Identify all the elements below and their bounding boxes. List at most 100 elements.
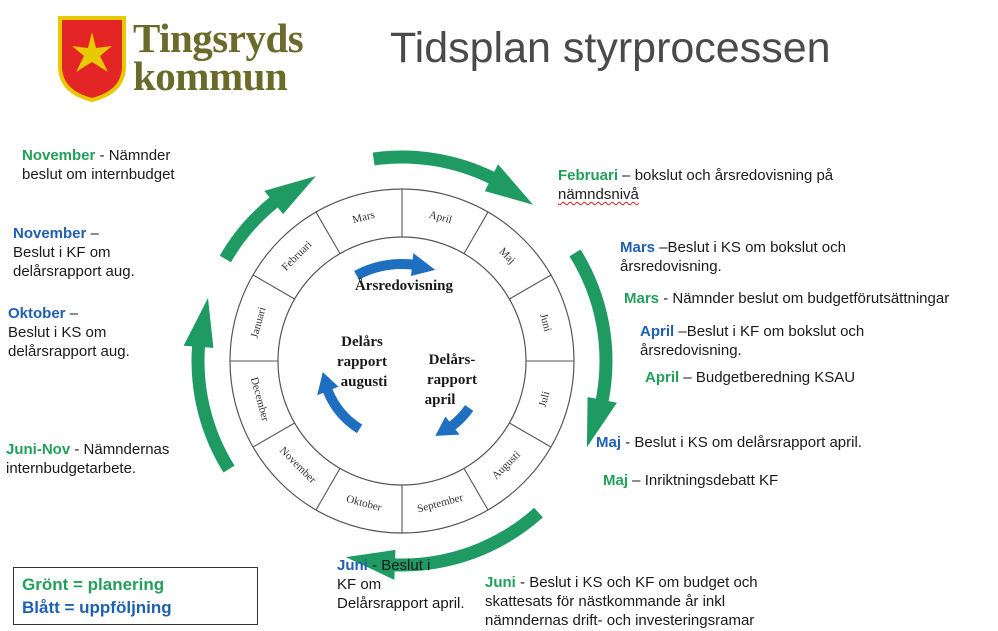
note-month: Maj: [596, 434, 622, 451]
note-month: Oktober: [8, 305, 66, 322]
note-month: November: [13, 225, 87, 242]
month-label-juni: Juni: [537, 312, 553, 333]
note-text: Inriktningsdebatt KF: [644, 472, 779, 489]
note-month: Mars: [624, 290, 660, 307]
wheel-divider: [463, 211, 489, 254]
note-text: Beslut i KS och KF om budget och: [529, 574, 758, 591]
note-month: Juni-Nov: [6, 441, 71, 458]
coat-of-arms-icon: [58, 16, 126, 102]
note-text: Beslut i KS om bokslut och: [667, 239, 846, 256]
note-text: Beslut i KS om: [8, 324, 107, 341]
note-sep: -: [515, 574, 530, 591]
note-februari: Februari – bokslut och årsredovisning på…: [558, 166, 833, 204]
note-april-kf: April –Beslut i KF om bokslut och årsred…: [640, 322, 864, 360]
outer-arrow-jan-feb: [372, 150, 534, 205]
note-text: Nämnder beslut om budgetförutsättningar: [672, 290, 950, 307]
wheel-divider: [315, 468, 341, 511]
note-month: Maj: [603, 472, 629, 489]
note-november-kf: November – Beslut i KF om delårsrapport …: [13, 224, 135, 281]
wheel-divider: [509, 274, 552, 300]
note-month: Mars: [620, 239, 656, 256]
note-oktober-ks: Oktober – Beslut i KS om delårsrapport a…: [8, 304, 130, 361]
note-maj-kf: Maj – Inriktningsdebatt KF: [603, 471, 778, 490]
note-month: Juni: [485, 574, 516, 591]
note-text: KF om: [337, 576, 382, 593]
note-text: delårsrapport aug.: [13, 263, 135, 280]
center-label-delars-april-1: Delårs-: [429, 352, 476, 368]
note-text: nämndsnivå: [558, 186, 639, 203]
month-label-oktober: Oktober: [345, 493, 383, 514]
note-sep: –: [86, 225, 99, 242]
note-sep: –: [674, 323, 687, 340]
note-juni-budget: Juni - Beslut i KS och KF om budget och …: [485, 573, 758, 630]
inner-arrow-delars-april: [435, 405, 474, 436]
month-label-augusti: Augusti: [490, 449, 523, 482]
month-label-september: September: [416, 492, 465, 516]
center-label-delars-aug-1: Delårs: [341, 334, 383, 350]
note-month: Februari: [558, 167, 619, 184]
month-label-november: November: [277, 445, 319, 487]
wheel-divider: [509, 422, 552, 448]
note-sep: –: [628, 472, 645, 489]
center-label-delars-april-3: april: [425, 392, 456, 408]
month-label-maj: Maj: [496, 246, 517, 267]
logo-text-line2: kommun: [133, 53, 288, 99]
note-month: Juni: [337, 557, 368, 574]
outer-arrow-sep-okt: [183, 297, 235, 473]
note-sep: -: [659, 290, 673, 307]
note-text: Beslut i KF om: [13, 244, 111, 261]
center-label-delars-aug-2: rapport: [337, 354, 387, 370]
wheel-divider: [315, 211, 341, 254]
center-label-delars-april-2: rapport: [427, 372, 477, 388]
note-text: Nämnder: [108, 147, 171, 164]
note-text: skattesats för nästkommande år inkl: [485, 593, 726, 610]
note-sep: -: [70, 441, 84, 458]
note-text: Beslut i: [381, 557, 431, 574]
month-label-mars: Mars: [351, 209, 376, 226]
wheel-divider: [252, 422, 295, 448]
note-sep: –: [655, 239, 668, 256]
center-label-delars-aug-3: augusti: [341, 374, 388, 390]
legend-blue: Blått = uppföljning: [22, 598, 172, 617]
month-label-april: April: [428, 209, 454, 227]
note-text: internbudgetarbete.: [6, 460, 137, 477]
note-sep: –: [65, 305, 79, 322]
note-text: Nämndernas: [83, 441, 170, 458]
legend-box: Grönt = planering Blått = uppföljning: [13, 567, 258, 625]
wheel-inner-ring: [277, 236, 527, 486]
note-text: årsredovisning.: [640, 342, 742, 359]
outer-arrow-mar-apr: [569, 249, 617, 448]
note-sep: –: [618, 167, 635, 184]
note-juni-nov: Juni-Nov - Nämndernas internbudgetarbete…: [6, 440, 169, 478]
note-month: April: [645, 369, 680, 386]
page-title: Tidsplan styrprocessen: [390, 24, 831, 72]
note-text: beslut om internbudget: [22, 166, 175, 183]
month-label-juli: Juli: [537, 390, 553, 408]
note-text: delårsrapport aug.: [8, 343, 130, 360]
note-april-budgetberedning: April – Budgetberedning KSAU: [645, 368, 855, 387]
month-label-december: December: [248, 376, 271, 423]
wheel-outer-ring: [229, 188, 575, 534]
note-text: nämndernas drift- och investeringsramar: [485, 612, 755, 629]
note-text: Budgetberedning KSAU: [695, 369, 856, 386]
note-sep: -: [621, 434, 635, 451]
note-text: Delårsrapport april.: [337, 595, 465, 612]
note-text: Beslut i KS om delårsrapport april.: [634, 434, 862, 451]
center-label-arsredovisning: Årsredovisning: [355, 278, 454, 294]
note-text: bokslut och årsredovisning på: [634, 167, 834, 184]
logo-text-line1: Tingsryds: [133, 15, 304, 61]
inner-arrow-delars-augusti: [317, 372, 363, 434]
wheel-divider: [252, 274, 295, 300]
note-month: April: [640, 323, 675, 340]
note-mars-ks: Mars –Beslut i KS om bokslut och årsredo…: [620, 238, 846, 276]
note-text: årsredovisning.: [620, 258, 722, 275]
note-maj-ks: Maj - Beslut i KS om delårsrapport april…: [596, 433, 862, 452]
note-sep: -: [95, 147, 109, 164]
note-mars-namnder: Mars - Nämnder beslut om budgetförutsätt…: [624, 289, 949, 308]
note-sep: -: [367, 557, 382, 574]
inner-arrow-arsredovisning: [354, 253, 436, 280]
note-juni-kf: Juni - Beslut i KF om Delårsrapport apri…: [337, 556, 465, 613]
municipality-logo: Tingsryds kommun: [56, 12, 331, 104]
note-sep: –: [679, 369, 696, 386]
